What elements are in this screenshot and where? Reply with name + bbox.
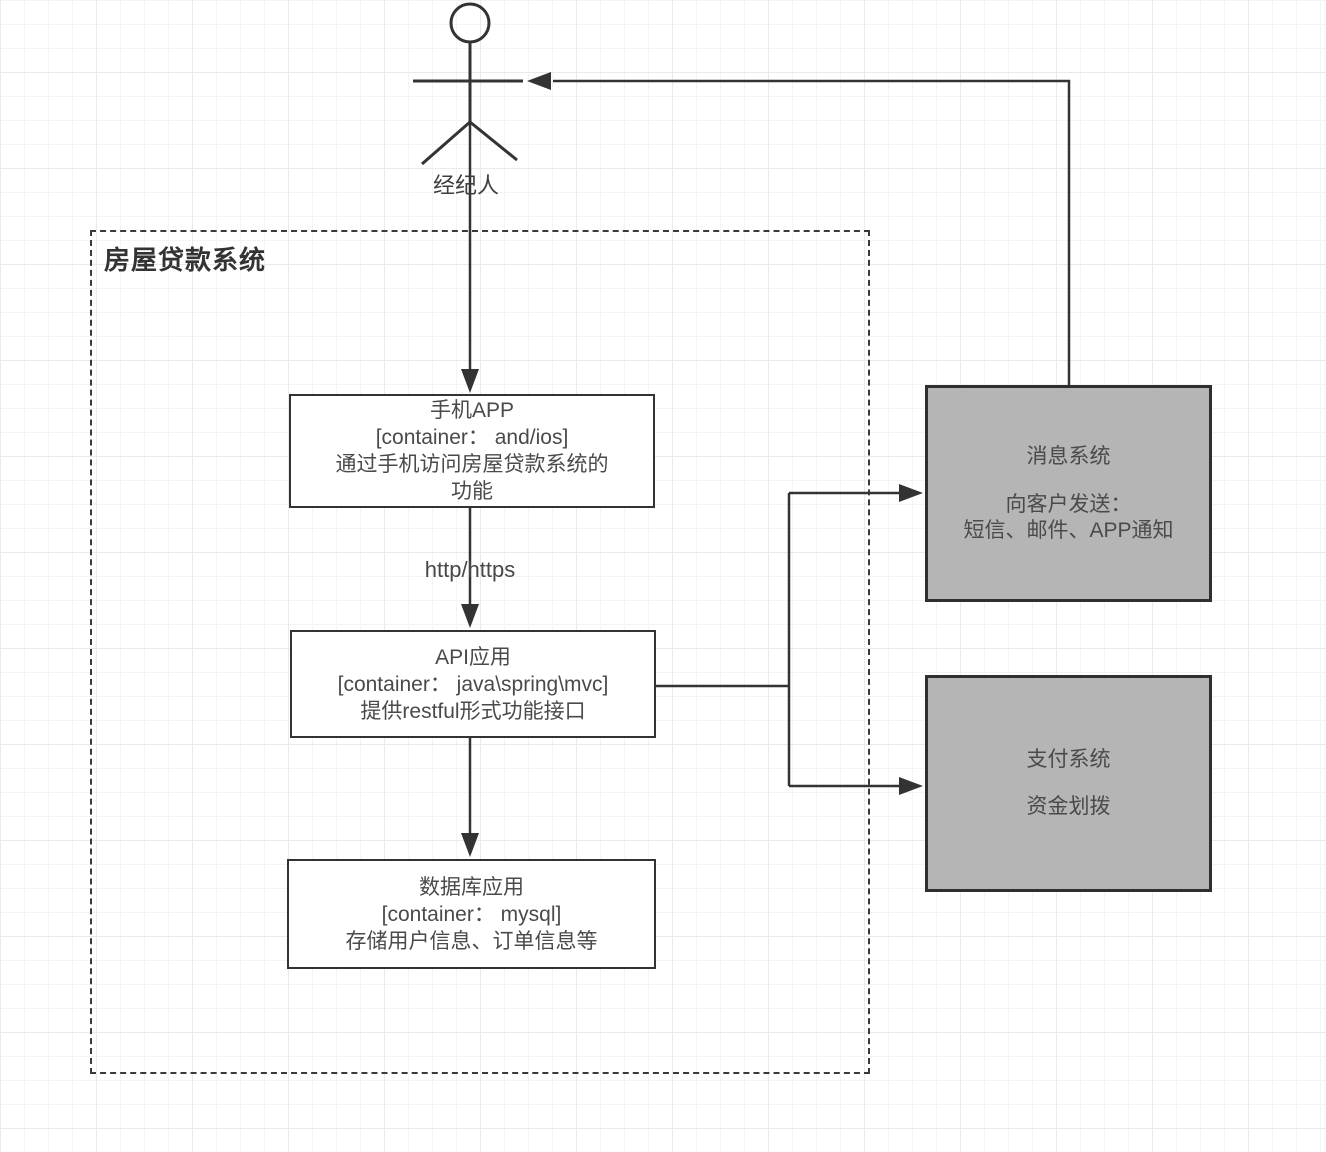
actor-leg-left [421, 120, 471, 166]
actor-label: 经纪人 [432, 173, 500, 198]
node-title: 消息系统 [1026, 444, 1111, 468]
node-title: 数据库应用 [419, 875, 524, 899]
node-description: 向客户发送： [1005, 492, 1132, 516]
node-container-tag: [container： java\spring\mvc] [337, 672, 609, 696]
node-title: API应用 [435, 645, 511, 669]
node-description: 存储用户信息、订单信息等 [345, 929, 598, 953]
node-db-app[interactable]: 数据库应用 [container： mysql] 存储用户信息、订单信息等 [287, 859, 656, 969]
node-message-system[interactable]: 消息系统 向客户发送： 短信、邮件、APP通知 [925, 385, 1212, 602]
edge-label-http: http/https [424, 557, 516, 582]
node-description: 通过手机访问房屋贷款系统的 [335, 453, 609, 476]
node-container-tag: [container： and/ios] [375, 426, 569, 449]
node-container-tag: [container： mysql] [381, 902, 562, 926]
actor-figure[interactable] [413, 2, 523, 166]
actor-leg-right [469, 120, 518, 162]
node-title: 手机APP [429, 399, 515, 422]
node-description: 功能 [451, 480, 493, 503]
node-payment-system[interactable]: 支付系统 资金划拨 [925, 675, 1212, 892]
arrowhead-right-icon [899, 484, 923, 502]
node-description: 资金划拨 [1026, 795, 1111, 818]
node-api-app[interactable]: API应用 [container： java\spring\mvc] 提供res… [290, 630, 656, 738]
arrowhead-right-icon [899, 777, 923, 795]
node-phone-app[interactable]: 手机APP [container： and/ios] 通过手机访问房屋贷款系统的… [289, 394, 655, 508]
system-boundary-title: 房屋贷款系统 [104, 245, 267, 275]
node-description: 提供restful形式功能接口 [360, 699, 586, 723]
node-title: 支付系统 [1026, 748, 1111, 771]
arrowhead-left-icon [527, 72, 551, 90]
system-boundary[interactable]: 房屋贷款系统 [90, 230, 870, 1074]
actor-head [449, 2, 491, 44]
node-description: 短信、邮件、APP通知 [963, 518, 1174, 542]
